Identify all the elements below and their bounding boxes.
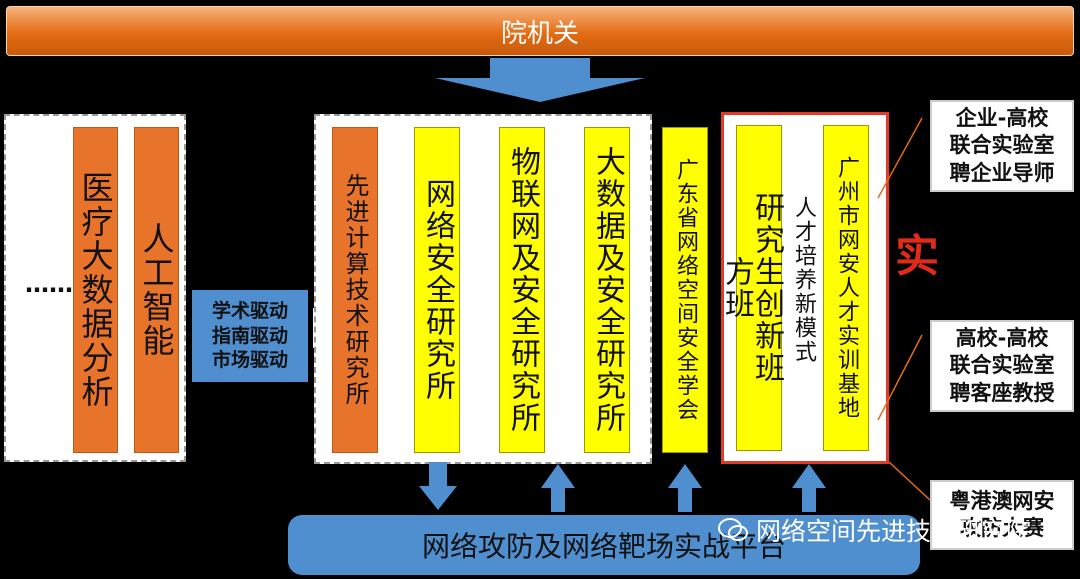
shi-label: 实 (895, 231, 939, 282)
info-line: 高校-高校 (955, 326, 1049, 351)
driver-line: 市场驱动 (211, 349, 288, 372)
watermark: 网络空间先进技术研究院 (718, 512, 1031, 548)
driver-line: 指南驱动 (211, 324, 288, 347)
down-arrow-large (435, 58, 645, 102)
info-line: 粤港澳网安 (949, 488, 1055, 513)
iot-security-institute: 物联网及安全研究所 (499, 127, 545, 453)
info-line: 企业-高校 (955, 106, 1049, 131)
bigdata-security-institute: 大数据及安全研究所 (584, 127, 630, 453)
ellipsis: …… (25, 270, 73, 298)
graduate-innovation-class: 研究生创新班 方班 (719, 125, 784, 451)
info-line: 聘企业导师 (949, 160, 1055, 185)
fang-class-label: 方班 (719, 256, 754, 320)
innovation-class-label: 研究生创新班 (749, 192, 784, 384)
advanced-computing-institute: 先进计算技术研究所 (332, 127, 378, 453)
enterprise-university-lab-box: 企业-高校 联合实验室 聘企业导师 (930, 100, 1074, 192)
talent-mode-label: 人才培养新模式 (791, 196, 816, 364)
info-line: 攻防大赛 (960, 516, 1044, 540)
driver-line: 学术驱动 (211, 299, 288, 322)
top-bar-title: 院机关 (6, 6, 1074, 56)
guangdong-cyberspace-society: 广东省网络空间安全学会 (662, 127, 708, 453)
info-line: 联合实验室 (949, 133, 1055, 158)
gba-competition-box: 粤港澳网安 攻防大赛 (930, 480, 1074, 550)
wechat-icon (718, 518, 748, 541)
medical-bigdata-column: 医疗大数据分析 (73, 127, 118, 453)
network-security-institute: 网络安全研究所 (414, 127, 460, 453)
ai-column: 人工智能 (134, 127, 179, 453)
info-line: 联合实验室 (949, 353, 1055, 378)
guangzhou-training-base: 广州市网安人才实训基地 (823, 125, 869, 451)
info-line: 聘客座教授 (949, 380, 1055, 405)
drivers-box: 学术驱动 指南驱动 市场驱动 (192, 290, 308, 382)
university-university-lab-box: 高校-高校 联合实验室 聘客座教授 (930, 320, 1074, 412)
watermark-text: 网络空间先进技术研究院 (756, 517, 1032, 546)
